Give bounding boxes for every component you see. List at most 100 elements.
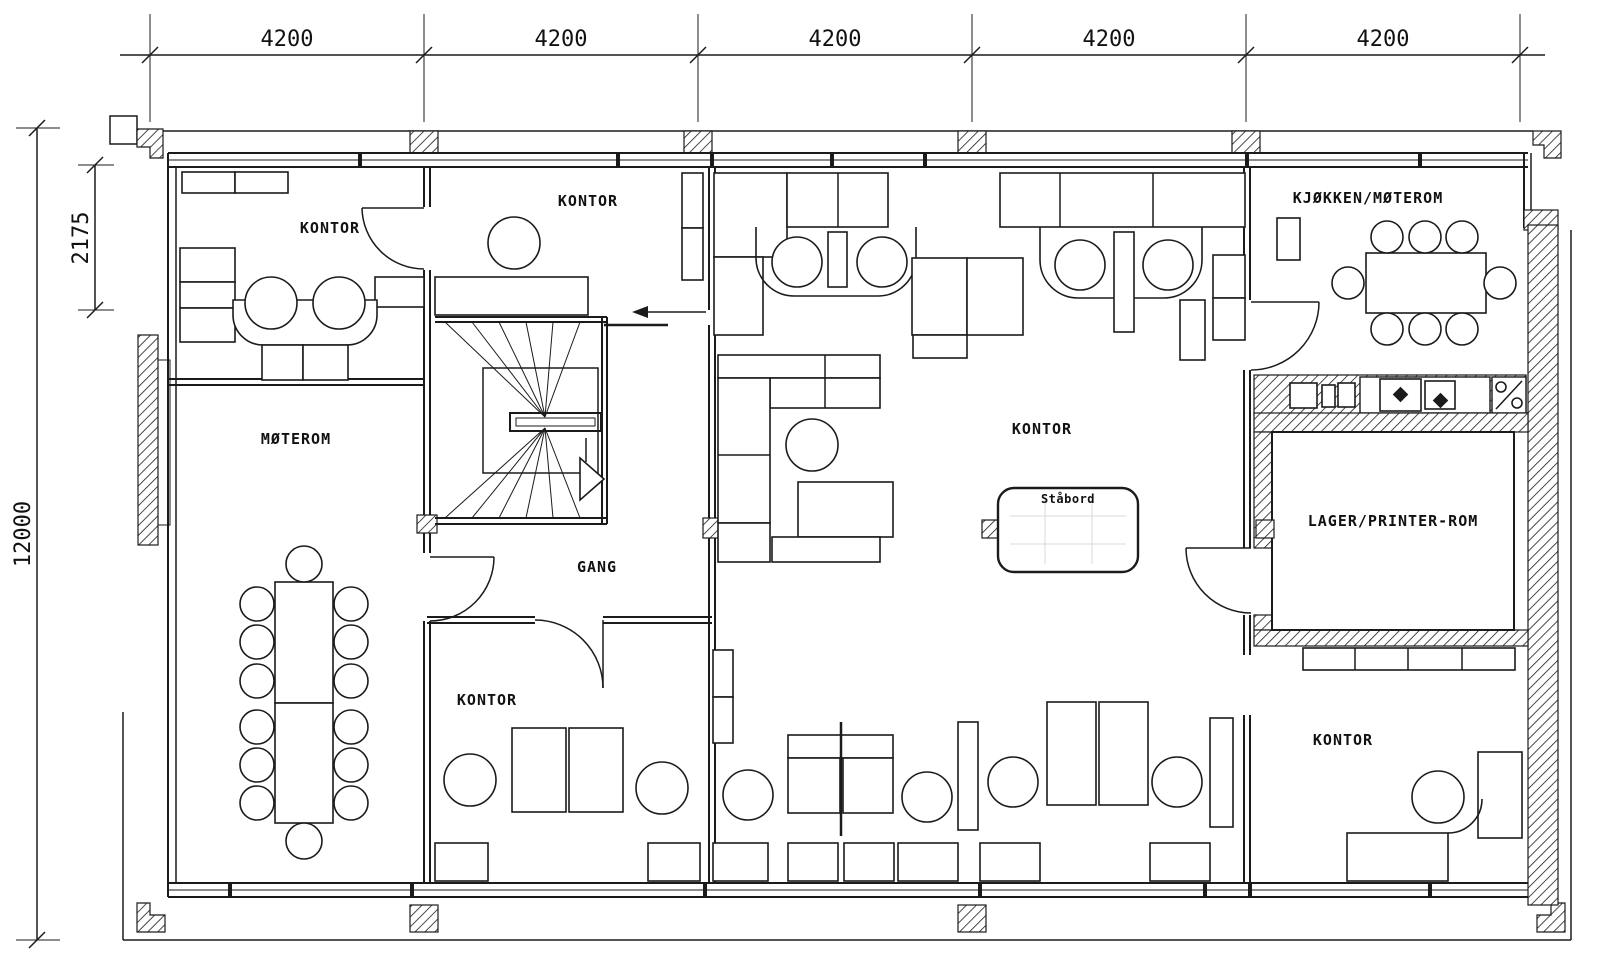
stair-treads-upper [444, 321, 581, 418]
sink-drain-icon [1432, 392, 1449, 409]
room-label-kontor-bottom-left: KONTOR [457, 691, 517, 709]
chair [1445, 312, 1479, 346]
chair [1142, 239, 1194, 291]
dimension-annotations: 4200 4200 4200 4200 4200 12000 2175 [11, 14, 1545, 949]
chair [1483, 266, 1517, 300]
cabinet [681, 227, 704, 281]
stair-treads-lower [444, 427, 581, 519]
conference-table [274, 702, 334, 824]
chair [1151, 756, 1203, 808]
counter-cabinet [1337, 382, 1356, 408]
sofa-seat [771, 536, 881, 563]
room-label-moterom: MØTEROM [261, 430, 331, 448]
cooktop-icon [1491, 376, 1527, 414]
door-jamb-column [1255, 519, 1275, 539]
chair [239, 624, 275, 660]
column [981, 519, 999, 539]
kitchen-table [1365, 252, 1487, 314]
room-label-lager: LAGER/PRINTER-ROM [1308, 512, 1479, 530]
chair [333, 586, 369, 622]
exterior-deck [109, 115, 1572, 941]
desk [797, 481, 894, 538]
conference-table [274, 581, 334, 704]
dim-left-upper: 2175 [69, 212, 94, 265]
desk [842, 757, 894, 814]
chair [1408, 312, 1442, 346]
desk-drawer [912, 334, 968, 359]
chair [487, 216, 541, 270]
cabinet [1179, 299, 1206, 361]
room-kitchen-meeting: KJØKKEN/MØTEROM [1253, 189, 1527, 416]
left-wall-column [137, 334, 159, 546]
chair [1331, 266, 1365, 300]
chair [285, 545, 323, 583]
chair [856, 236, 908, 288]
pilaster [683, 130, 713, 154]
chair [333, 624, 369, 660]
chair [333, 747, 369, 783]
desk-drawer [261, 344, 304, 381]
pilaster [1231, 130, 1261, 154]
chair [1445, 220, 1479, 254]
desk [843, 842, 895, 882]
cabinet [181, 171, 236, 194]
chair [333, 663, 369, 699]
shelf [712, 696, 734, 744]
room-label-open-office: KONTOR [1012, 420, 1072, 438]
room-lager-printer: LAGER/PRINTER-ROM [1253, 412, 1529, 647]
window-mullions-top [358, 153, 1422, 167]
cabinet [179, 281, 236, 309]
right-exterior-wall [1527, 224, 1559, 906]
desk-pedestal [827, 231, 848, 288]
room-moterom: MØTEROM [239, 430, 369, 860]
corner-column-top-left [136, 128, 164, 159]
desk [966, 257, 1024, 336]
corner-column-top-right [1532, 130, 1562, 159]
pilaster [957, 904, 987, 933]
desk-pedestal [1209, 717, 1234, 828]
chair [987, 756, 1039, 808]
sofa-back [717, 354, 881, 379]
room-label-gang: GANG [577, 558, 617, 576]
cabinet [1212, 297, 1246, 341]
door-kitchen [1250, 301, 1320, 371]
workstation-cluster-b [966, 172, 1246, 361]
shelf [712, 649, 734, 698]
dim-left-total: 12000 [11, 501, 36, 567]
cabinet [1276, 217, 1301, 261]
shelf [1302, 647, 1516, 671]
window-mullions-bottom [228, 883, 1432, 897]
desk-pedestal [957, 721, 979, 831]
door-kontor-top-left [361, 207, 425, 270]
chair [244, 276, 298, 330]
desk [1212, 254, 1246, 299]
chair [1054, 239, 1106, 291]
chair [1411, 770, 1465, 824]
lager-wall-top [1253, 412, 1529, 433]
partition-left-column [416, 167, 438, 883]
chair [333, 709, 369, 745]
desk [787, 842, 839, 882]
sofa-side [717, 377, 771, 524]
chair [239, 586, 275, 622]
lager-wall-bottom [1253, 629, 1529, 647]
room-kontor-top-left: KONTOR [179, 171, 425, 381]
chair [1370, 312, 1404, 346]
cabinet [179, 247, 236, 283]
chair [239, 747, 275, 783]
chair [312, 276, 366, 330]
room-kontor-top-mid: KONTOR [434, 172, 704, 316]
desk-pedestal [1113, 231, 1135, 333]
left-wall-door-panel [157, 359, 171, 526]
standing-table: Ståbord [981, 486, 1140, 574]
desk-drawer [302, 344, 349, 381]
bottom-workstations [712, 649, 1234, 882]
desk [1149, 842, 1211, 882]
corner-column-bottom-left [136, 902, 166, 933]
chair [1408, 220, 1442, 254]
desk [434, 276, 589, 316]
stair-landing [482, 367, 599, 474]
desk [713, 256, 764, 336]
